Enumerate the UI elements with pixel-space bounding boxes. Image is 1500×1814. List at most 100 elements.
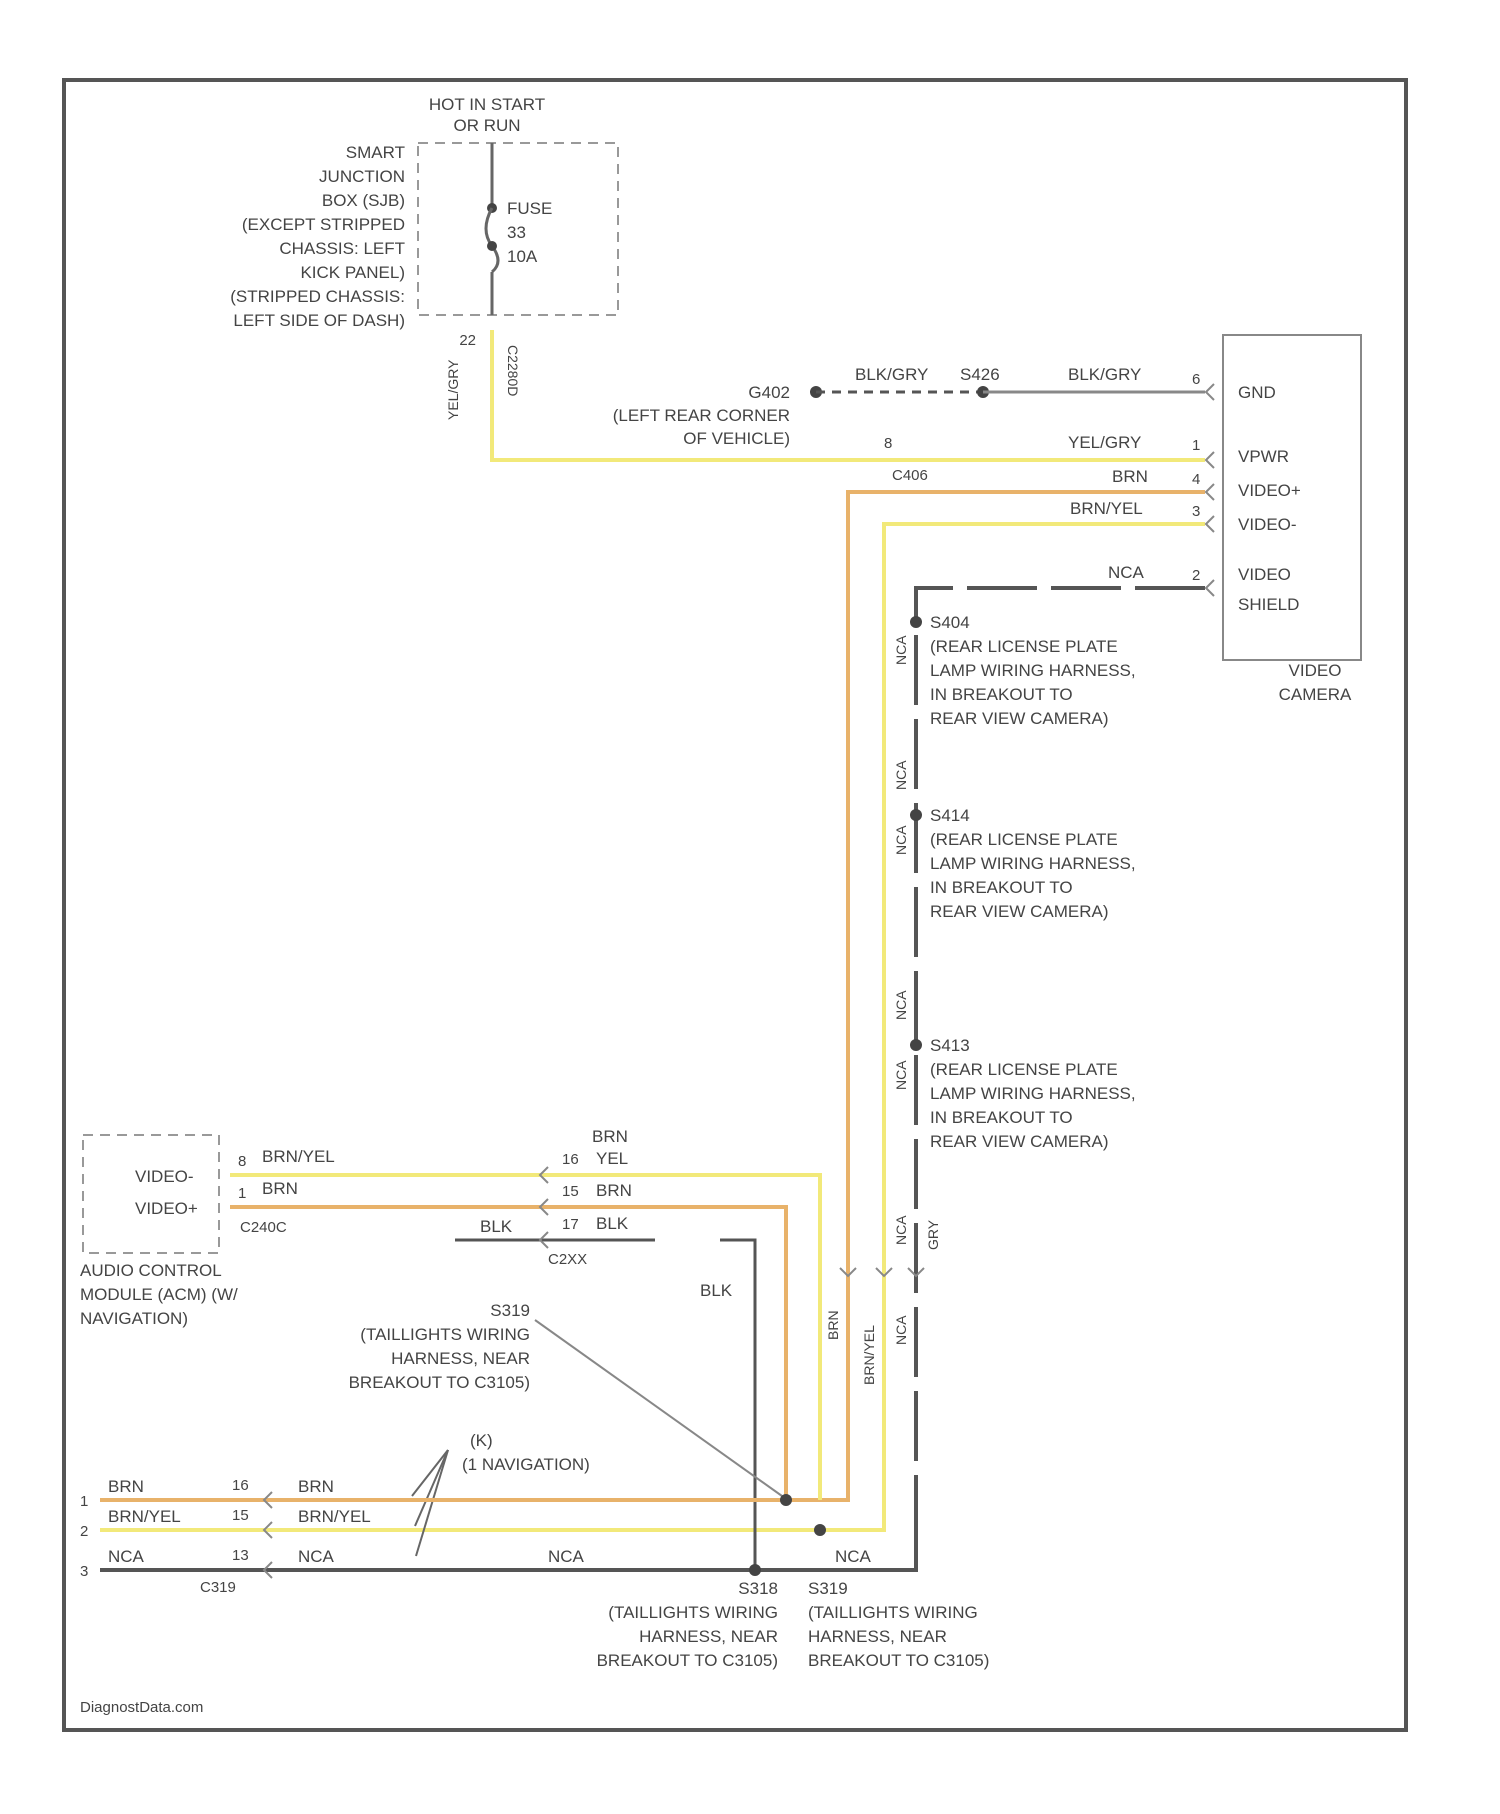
- bottom-right-wire: BRN: [298, 1477, 334, 1496]
- camera-name-line: CAMERA: [1279, 685, 1352, 704]
- navigation-note: (1 NAVIGATION): [462, 1455, 590, 1474]
- bottom-row-num: 2: [80, 1523, 88, 1540]
- pin-label-shield-1: VIDEO: [1238, 565, 1291, 584]
- splice-line: LAMP WIRING HARNESS,: [930, 1084, 1136, 1103]
- acm-name-line: MODULE (ACM) (W/: [80, 1285, 238, 1304]
- bottom-right-wire: BRN/YEL: [298, 1507, 371, 1526]
- c319-pin: 15: [232, 1507, 249, 1524]
- bottom-right-wire: NCA: [298, 1547, 335, 1566]
- connector-pin: 22: [459, 332, 476, 349]
- wire-label-shield: NCA: [1108, 563, 1145, 582]
- splice-s413-label: S413 (REAR LICENSE PLATE LAMP WIRING HAR…: [930, 1036, 1136, 1151]
- wire-color-vertical: YEL/GRY: [445, 359, 461, 420]
- sjb-line: SMART: [346, 143, 405, 162]
- splice-dot: [749, 1564, 761, 1576]
- bottom-row-num: 1: [80, 1493, 88, 1510]
- wire-label-video-minus: BRN/YEL: [1070, 499, 1143, 518]
- ground-location-line: OF VEHICLE): [683, 429, 790, 448]
- pin-number-shield: 2: [1192, 567, 1200, 584]
- wire-label-nca-vertical: NCA: [893, 1215, 909, 1245]
- wire-label-blk: BLK: [700, 1281, 733, 1300]
- pin-label-video-minus: VIDEO-: [1238, 515, 1297, 534]
- splice-dot: [910, 809, 922, 821]
- pin-label-shield-2: SHIELD: [1238, 595, 1299, 614]
- splice-line: REAR VIEW CAMERA): [930, 709, 1109, 728]
- splice-line: LAMP WIRING HARNESS,: [930, 661, 1136, 680]
- wire-label-nca-vertical: NCA: [893, 825, 909, 855]
- pin-number-vpwr: 1: [1192, 437, 1200, 454]
- wire-label-nca-vertical: NCA: [893, 1060, 909, 1090]
- splice-line: (REAR LICENSE PLATE: [930, 1060, 1118, 1079]
- c2xx-name: C2XX: [548, 1251, 587, 1268]
- navigation-id: (K): [470, 1431, 493, 1450]
- splice-dot: [780, 1494, 792, 1506]
- pin-number-video-plus: 4: [1192, 471, 1200, 488]
- acm-wire-label-bot: BLK: [480, 1217, 513, 1236]
- pin-number-video-minus: 3: [1192, 503, 1200, 520]
- footer-watermark: DiagnostData.com: [80, 1699, 203, 1716]
- sjb-line: BOX (SJB): [322, 191, 405, 210]
- acm-wire-label-plus: BRN: [262, 1179, 298, 1198]
- sjb-line: CHASSIS: LEFT: [279, 239, 405, 258]
- pin-label-video-plus: VIDEO+: [1238, 481, 1301, 500]
- c2xx-pin: 15: [562, 1183, 579, 1200]
- wire-label-nca-vertical: NCA: [893, 990, 909, 1020]
- bottom-left-wire: BRN/YEL: [108, 1507, 181, 1526]
- bottom-left-wire: NCA: [108, 1547, 145, 1566]
- splice-id: S404: [930, 613, 970, 632]
- bottom-left-wire: BRN: [108, 1477, 144, 1496]
- wire-label-brn-yel-vertical: BRN/YEL: [861, 1325, 877, 1385]
- ground-id: G402: [748, 383, 790, 402]
- video-camera-name: VIDEO CAMERA: [1279, 661, 1352, 704]
- wire-label-vpwr: YEL/GRY: [1068, 433, 1141, 452]
- splice-line: (TAILLIGHTS WIRING: [608, 1603, 778, 1622]
- acm-pin-plus: 1: [238, 1185, 246, 1202]
- bottom-row-num: 3: [80, 1563, 88, 1580]
- splice-id: S319: [808, 1579, 848, 1598]
- splice-line: HARNESS, NEAR: [808, 1627, 947, 1646]
- splice-line: (TAILLIGHTS WIRING: [808, 1603, 978, 1622]
- splice-s318-label: S318 (TAILLIGHTS WIRING HARNESS, NEAR BR…: [597, 1579, 778, 1670]
- c319-name: C319: [200, 1579, 236, 1596]
- wire-label-nca-vertical: NCA: [893, 1315, 909, 1345]
- c2xx-pin: 16: [562, 1151, 579, 1168]
- connector-c406-pin: 8: [884, 435, 892, 452]
- c319-pin: 13: [232, 1547, 249, 1564]
- fuse-rating: 10A: [507, 247, 538, 266]
- c2xx-right-wire-mid: BRN: [596, 1181, 632, 1200]
- splice-line: IN BREAKOUT TO: [930, 1108, 1073, 1127]
- splice-top-id: S426: [960, 365, 1000, 384]
- navigation-pointers: [412, 1450, 448, 1556]
- acm-pin-minus: 8: [238, 1153, 246, 1170]
- splice-id: S318: [738, 1579, 778, 1598]
- sjb-line: LEFT SIDE OF DASH): [233, 311, 405, 330]
- wire-label-nca-vertical: NCA: [893, 760, 909, 790]
- fuse-icon: [486, 208, 498, 272]
- sjb-line: JUNCTION: [319, 167, 405, 186]
- acm-wire-label-minus: BRN/YEL: [262, 1147, 335, 1166]
- splice-line: (REAR LICENSE PLATE: [930, 830, 1118, 849]
- ground-location-line: (LEFT REAR CORNER: [613, 406, 790, 425]
- acm-box: [83, 1135, 219, 1253]
- sjb-line: (EXCEPT STRIPPED: [242, 215, 405, 234]
- acm-name-line: NAVIGATION): [80, 1309, 188, 1328]
- bottom-right-nca: NCA: [835, 1547, 872, 1566]
- camera-connector-brackets: [1206, 384, 1214, 596]
- c319-pin: 16: [232, 1477, 249, 1494]
- pin-number-gnd: 6: [1192, 371, 1200, 388]
- c2xx-pin: 17: [562, 1216, 579, 1233]
- wire-label-nca-vertical: NCA: [893, 635, 909, 665]
- splice-line: BREAKOUT TO C3105): [597, 1651, 778, 1670]
- splice-id: S319: [490, 1301, 530, 1320]
- bottom-nca-wire: [100, 1500, 916, 1570]
- acm-video-minus: VIDEO-: [135, 1167, 194, 1186]
- acm-name-line: AUDIO CONTROL: [80, 1261, 222, 1280]
- splice-line: HARNESS, NEAR: [639, 1627, 778, 1646]
- splice-line: (REAR LICENSE PLATE: [930, 637, 1118, 656]
- wire-label-gnd-a: BLK/GRY: [855, 365, 928, 384]
- power-source-line-1: HOT IN START: [429, 95, 545, 114]
- acm-name: AUDIO CONTROL MODULE (ACM) (W/ NAVIGATIO…: [80, 1261, 238, 1328]
- acm-video-plus: VIDEO+: [135, 1199, 198, 1218]
- fuse-label: FUSE: [507, 199, 552, 218]
